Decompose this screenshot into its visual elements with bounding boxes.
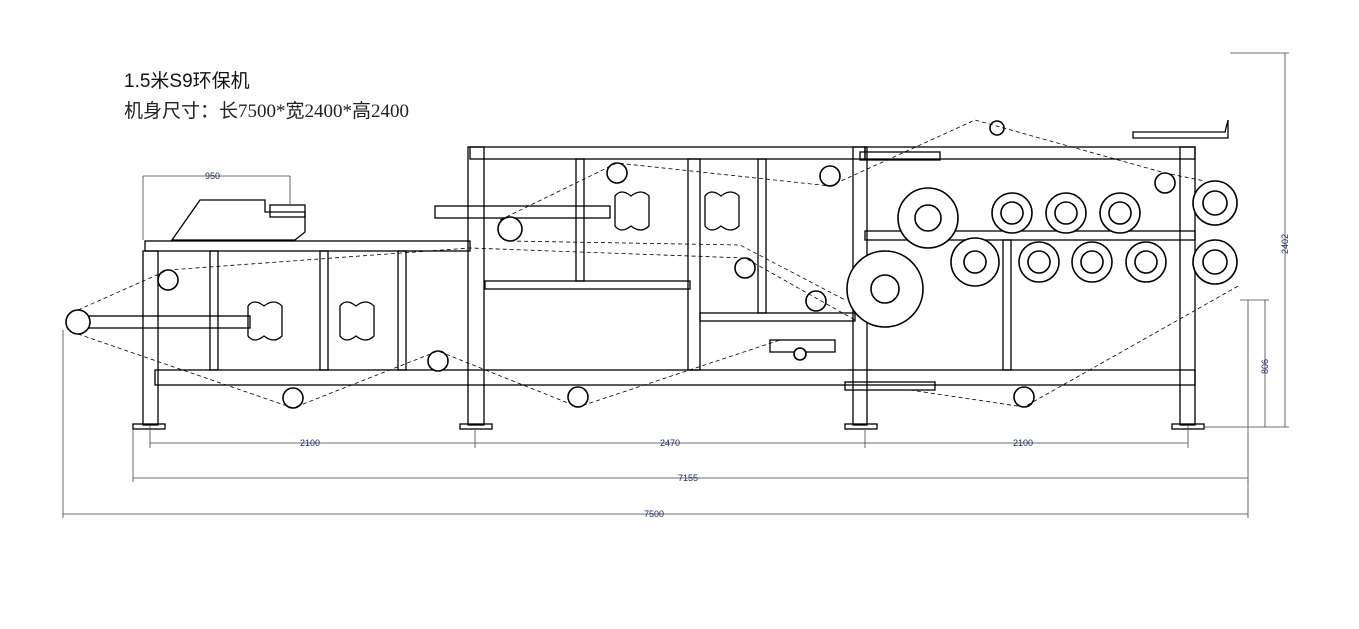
dim-section-left: 2100 [300,438,320,448]
dim-overall-height: 2402 [1280,234,1290,254]
dim-overall-length: 7500 [644,509,664,519]
dimension-lines [62,52,1289,518]
dim-discharge-height: 806 [1260,359,1270,374]
dim-hopper-width: 950 [205,171,220,181]
dim-leg-span: 7155 [678,473,698,483]
rollers [65,120,1238,409]
dim-section-middle: 2470 [660,438,680,448]
frame [69,119,1229,430]
drawing-title: 1.5米S9环保机 [124,71,250,92]
dimension-labels: 950 2100 2470 2100 7155 7500 2402 806 [205,171,1290,519]
dim-section-right: 2100 [1013,438,1033,448]
filter-belt-path [77,119,1241,409]
machine-size-label: 机身尺寸：长7500*宽2400*高2400 [124,101,410,122]
